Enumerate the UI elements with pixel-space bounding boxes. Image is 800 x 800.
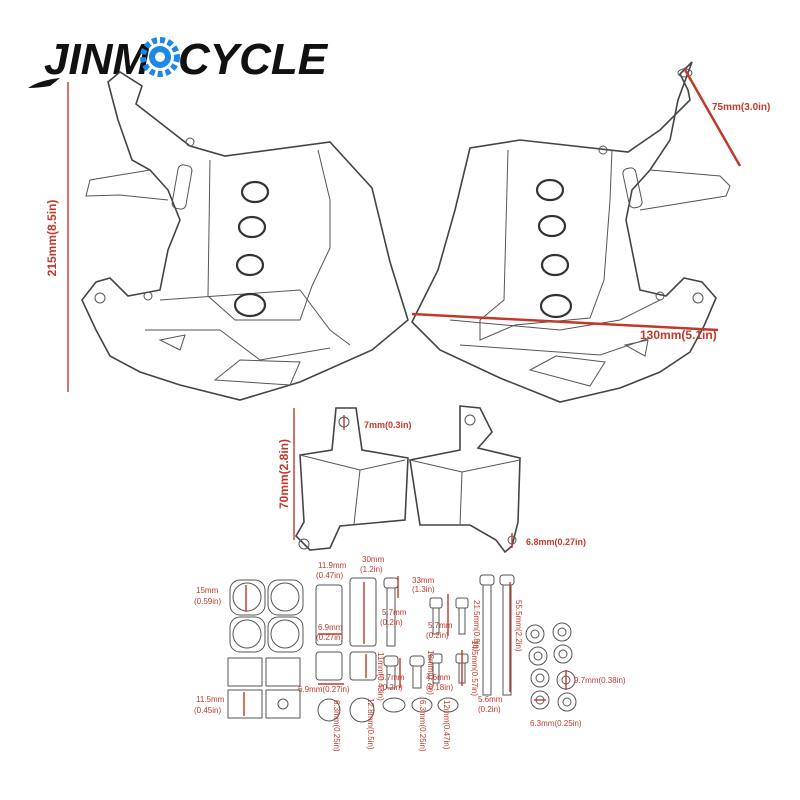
bolt-e-head-1: 5.6mm	[478, 695, 503, 704]
bolt-e-head-2: (0.2in)	[478, 705, 501, 714]
hardware-kit: 15mm (0.59in) 11.5mm (0.45in) 11.9mm (0.…	[194, 555, 626, 752]
width-main-label: 130mm(5.1in)	[640, 328, 717, 342]
spacer-a-dim-1: 11.9mm	[318, 561, 347, 570]
bolt-c-head-2: (0.2in)	[380, 683, 403, 692]
right-skid-guard	[411, 61, 731, 403]
spacer-a-dim-2: (0.47in)	[316, 571, 343, 580]
spacers	[315, 577, 433, 723]
bracket-hole-bottom-label: 6.8mm(0.27in)	[526, 537, 586, 547]
bolt-c-len: 18mm(0.7in)	[426, 650, 435, 695]
pad-large-dim-1: 15mm	[196, 586, 219, 595]
pad-large-dim-2: (0.59in)	[194, 597, 221, 606]
gear-icon	[140, 37, 180, 77]
brand-logo: JINM CYCLE	[28, 35, 329, 88]
washers	[525, 622, 577, 712]
bolt-d-len: 14.5mm(0.57in)	[470, 640, 479, 696]
width-dim-line	[411, 312, 719, 332]
bracket-hole-top-label: 7mm(0.3in)	[364, 420, 412, 430]
washer-b-dim: 12.8mm(0.5in)	[366, 698, 375, 750]
arm-length-label: 75mm(3.0in)	[712, 102, 770, 113]
bolt-c-head-1: 5.7mm	[380, 673, 405, 682]
bolt-d-head-1: 4.6mm	[426, 673, 451, 682]
washer-c-dim: 6.3mm(0.25in)	[418, 700, 427, 752]
bolt-e-len: 55.5mm(2.2in)	[514, 600, 523, 652]
bolt-a-len-2: (1.3in)	[412, 585, 435, 594]
spacer-b-dim-1: 30mm	[362, 555, 385, 564]
bolt-b-head-1: 5.7mm	[428, 621, 453, 630]
rubber-pads-large	[229, 579, 304, 653]
logo-text-left: JINM	[44, 35, 150, 84]
left-skid-guard	[81, 71, 409, 401]
spacer-c-dim-2: (0.27in)	[316, 633, 343, 642]
spacer-d-dim: 11mm(0.43in)	[376, 652, 385, 701]
bolt-b-head-2: (0.2in)	[426, 631, 449, 640]
bolt-a-head-1: 5.7mm	[382, 608, 407, 617]
bolt-b-len: 21.5mm(0.8in)	[472, 600, 481, 652]
pad-small-dim-1: 11.5mm	[196, 695, 225, 704]
bolt-a-head-2: (0.2in)	[380, 618, 403, 627]
washer-a-dim: 6.3mm(0.25in)	[332, 700, 341, 752]
rubber-pads-small	[227, 657, 301, 719]
washer-f-dim: 6.3mm(0.25in)	[530, 719, 582, 728]
washer-e-dim: 9.7mm(0.38in)	[574, 676, 626, 685]
arm-dim-line	[682, 67, 742, 167]
height-main-label: 215mm(8.5in)	[45, 200, 59, 277]
bracket-height-label: 70mm(2.8in)	[277, 439, 291, 509]
bolt-a-len-1: 33mm	[412, 576, 435, 585]
spacer-b-dim-2: (1.2in)	[360, 565, 383, 574]
logo-text-right: CYCLE	[178, 35, 329, 84]
spacer-e-dim: 6.9mm(0.27in)	[298, 685, 350, 694]
spacer-c-dim-1: 6.9mm	[318, 623, 343, 632]
pad-small-dim-2: (0.45in)	[194, 706, 221, 715]
washer-d-dim: 12mm(0.47in)	[442, 700, 451, 750]
bolt-d-head-2: (0.18in)	[426, 683, 453, 692]
